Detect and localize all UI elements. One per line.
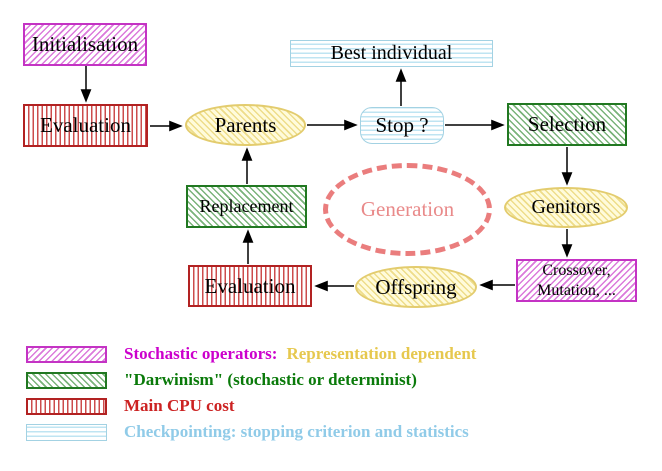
legend-label-main-cpu-cost: Main CPU cost [124, 396, 235, 415]
node-stop: Stop ? [360, 107, 444, 144]
node-parents: Parents [185, 104, 306, 146]
legend-row-darwinism: "Darwinism" (stochastic or determinist) [26, 370, 417, 390]
node-best-individual: Best individual [290, 40, 493, 67]
legend-row-stochastic: Stochastic operators: Representation depe… [26, 344, 476, 364]
legend-swatch-green-hatch [26, 371, 107, 389]
node-initialisation: Initialisation [23, 23, 147, 66]
legend-swatch-red-stripes [26, 397, 107, 415]
crossover-line1: Crossover, [542, 262, 611, 280]
legend-row-cpu-cost: Main CPU cost [26, 396, 234, 416]
node-replacement: Replacement [186, 185, 307, 228]
legend-label-darwinism: "Darwinism" (stochastic or determinist) [124, 370, 417, 389]
node-evaluation-bottom: Evaluation [188, 265, 312, 307]
legend-row-checkpointing: Checkpointing: stopping criterion and st… [26, 422, 469, 442]
crossover-line2: Mutation, ... [537, 281, 616, 299]
legend-label-stochastic-operators: Stochastic operators: [124, 344, 278, 363]
legend-label-representation-dependent: Representation dependent [286, 344, 477, 363]
legend-label-checkpointing: Checkpointing: stopping criterion and st… [124, 422, 469, 441]
node-crossover-mutation: Crossover, Mutation, ... [516, 259, 637, 302]
node-evaluation-top: Evaluation [23, 104, 148, 147]
legend-swatch-cyan-lines [26, 423, 107, 441]
generation-ellipse: Generation [323, 163, 492, 256]
legend-swatch-magenta-hatch [26, 345, 107, 363]
node-selection: Selection [507, 103, 627, 146]
node-genitors: Genitors [504, 187, 628, 228]
node-offspring: Offspring [355, 266, 477, 308]
